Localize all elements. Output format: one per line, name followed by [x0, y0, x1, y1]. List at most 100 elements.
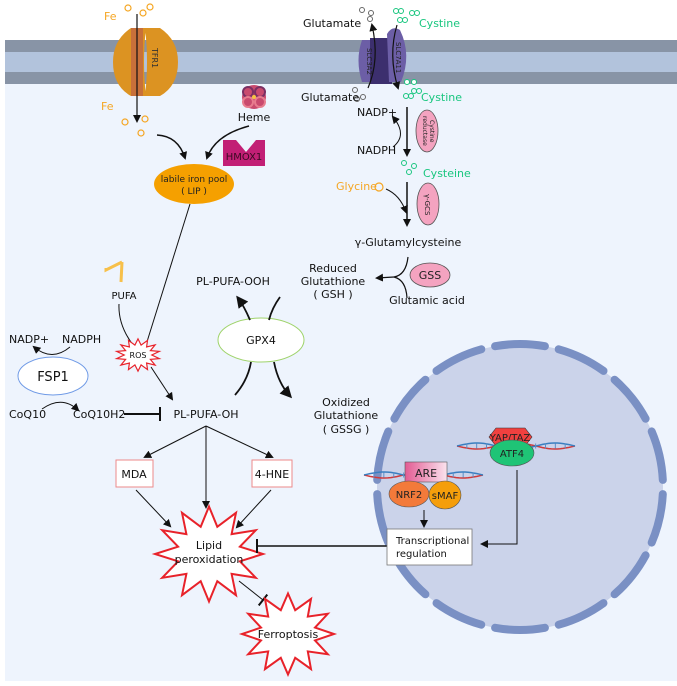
coq10-label: CoQ10	[9, 408, 46, 421]
lipid-peroxidation-burst	[151, 503, 267, 605]
nuclear-envelope-segment	[390, 375, 430, 423]
cystine-reductase-line2: reductase	[421, 116, 428, 146]
gsh-to-gpx4-curve	[268, 296, 281, 321]
nuclear-envelope-segment	[432, 599, 486, 629]
mda-box	[115, 459, 154, 488]
gss-input-curve-2	[393, 276, 408, 299]
lip-label-line1: labile iron pool	[161, 175, 227, 185]
pl-pufa-ooh-label: PL-PUFA-OOH	[196, 275, 270, 288]
4-hne-label: 4-HNE	[255, 468, 289, 481]
fe-to-lip-arrow	[156, 134, 187, 160]
glycine-molecule	[374, 182, 384, 192]
tfr1-transporter: TFR1	[113, 28, 178, 96]
4-hne-box	[251, 459, 293, 488]
gamma-gcs-label: γ-GCS	[423, 194, 431, 216]
nuclear-envelope-segment	[432, 345, 486, 375]
4hne-to-lipid-perox-arrow	[235, 489, 272, 529]
nuclear-envelope-segment	[491, 623, 549, 634]
cystine-molecules	[393, 8, 422, 99]
gssg-label-line3: ( GSSG )	[323, 423, 370, 436]
mda-to-lipid-perox-arrow	[135, 489, 172, 528]
yap-taz-label: YAP/TAZ	[489, 433, 531, 444]
transcriptional-regulation-box	[386, 528, 473, 566]
gss-enzyme	[409, 262, 451, 288]
lipid-peroxidation-label-line1: Lipid	[196, 539, 222, 552]
fsp1-label: FSP1	[37, 370, 69, 385]
hmox1-enzyme: HMOX1	[223, 140, 265, 166]
nuclear-envelope-segment	[554, 345, 608, 375]
smaf-protein	[428, 480, 462, 510]
gsh-label-line2: Glutathione	[301, 275, 366, 288]
atf4-label: ATF4	[500, 449, 524, 460]
transcriptional-regulation-line1: Transcriptional	[395, 536, 469, 547]
cystine-reductase-line1: Cystine	[428, 120, 435, 143]
fe-outside-label: Fe	[104, 10, 117, 23]
fe-ions	[121, 3, 154, 137]
lip-to-ros-line	[145, 203, 191, 346]
fsp1-enzyme	[17, 356, 89, 396]
gssg-label-line1: Oxidized	[322, 396, 370, 409]
gpx4-label: GPX4	[246, 334, 276, 347]
cysteine-molecules	[401, 160, 417, 175]
are-label: ARE	[415, 467, 437, 480]
glutamate-inside-label: Glutamate	[301, 91, 359, 104]
transcriptional-regulation-line2: regulation	[396, 549, 447, 560]
hmox1-label: HMOX1	[226, 152, 263, 163]
coq10-to-coq10h2-arrow	[41, 401, 80, 412]
fe-inside-label: Fe	[101, 100, 114, 113]
lip-label-line2: ( LIP )	[181, 187, 207, 197]
ferroptosis-label: Ferroptosis	[258, 628, 319, 641]
mda-label: MDA	[121, 468, 147, 481]
nrf2-label: NRF2	[396, 490, 423, 501]
nuclear-envelope-segment	[554, 599, 608, 629]
gsh-label-line3: ( GSH )	[313, 288, 352, 301]
pl-pufa-oh-to-gpx4-curve	[234, 361, 252, 396]
gsh-label-line1: Reduced	[309, 262, 357, 275]
glutamate-outside-label: Glutamate	[303, 17, 361, 30]
gssg-label-line2: Glutathione	[314, 409, 379, 422]
cystine-outside-label: Cystine	[419, 17, 460, 30]
atf4-to-transcription-arrow	[480, 470, 518, 548]
ferroptosis-burst	[238, 590, 338, 678]
glutamic-acid-label: Glutamic acid	[389, 294, 465, 307]
nuclear-envelope-segment	[610, 551, 650, 599]
cystine-reductase-enzyme	[415, 109, 439, 153]
cell-membrane	[5, 40, 677, 84]
lipid-perox-to-ferroptosis-arrow	[238, 580, 269, 607]
nadph-to-nadp-plus-arrow	[32, 345, 71, 355]
gss-input-curve-1	[393, 256, 409, 278]
nadph-to-nadp-arrow	[391, 115, 401, 148]
atf4-protein	[489, 439, 535, 467]
nadph-label: NADPH	[357, 144, 396, 157]
cystine-membrane-dots	[404, 79, 417, 85]
pufa-chain-icon	[104, 260, 123, 273]
nuclear-envelope-segment	[491, 340, 549, 351]
glutamate-molecules	[352, 7, 374, 102]
labile-iron-pool	[154, 164, 234, 204]
system-xc-transporter: SLC3A2 SLC7A11	[358, 28, 407, 84]
gamma-gcs-enzyme	[416, 182, 440, 226]
nuclear-envelope-segment	[610, 375, 650, 423]
lipid-peroxidation-label-line2: peroxidation	[175, 553, 244, 566]
glycine-merge-arrow	[385, 188, 408, 214]
pufa-label: PUFA	[111, 291, 136, 302]
ros-to-pl-pufa-oh-arrow	[150, 366, 174, 401]
cysteine-label: Cysteine	[423, 167, 471, 180]
gpx4-to-gssg-arrow	[273, 361, 293, 399]
heme-to-lip-arrow	[205, 125, 250, 160]
pl-pufa-oh-to-4hne-arrow	[205, 425, 274, 459]
glycine-label: Glycine	[336, 180, 377, 193]
are-element	[404, 461, 448, 483]
gss-label: GSS	[419, 269, 442, 282]
nuclear-envelope-segment	[647, 427, 667, 484]
ros-burst-icon	[114, 337, 162, 373]
coq10h2-label: CoQ10H2	[73, 408, 125, 421]
cystine-import-arrow	[392, 24, 401, 90]
gpx4-to-pl-pufa-ooh-arrow	[236, 295, 251, 321]
fsp1-nadph-label: NADPH	[62, 333, 101, 346]
gamma-glutamylcysteine-label: γ-Glutamylcysteine	[355, 236, 462, 249]
cystine-inside-label: Cystine	[421, 91, 462, 104]
smaf-label: sMAF	[432, 491, 459, 502]
fsp1-nadp-plus-label: NADP+	[9, 333, 49, 346]
